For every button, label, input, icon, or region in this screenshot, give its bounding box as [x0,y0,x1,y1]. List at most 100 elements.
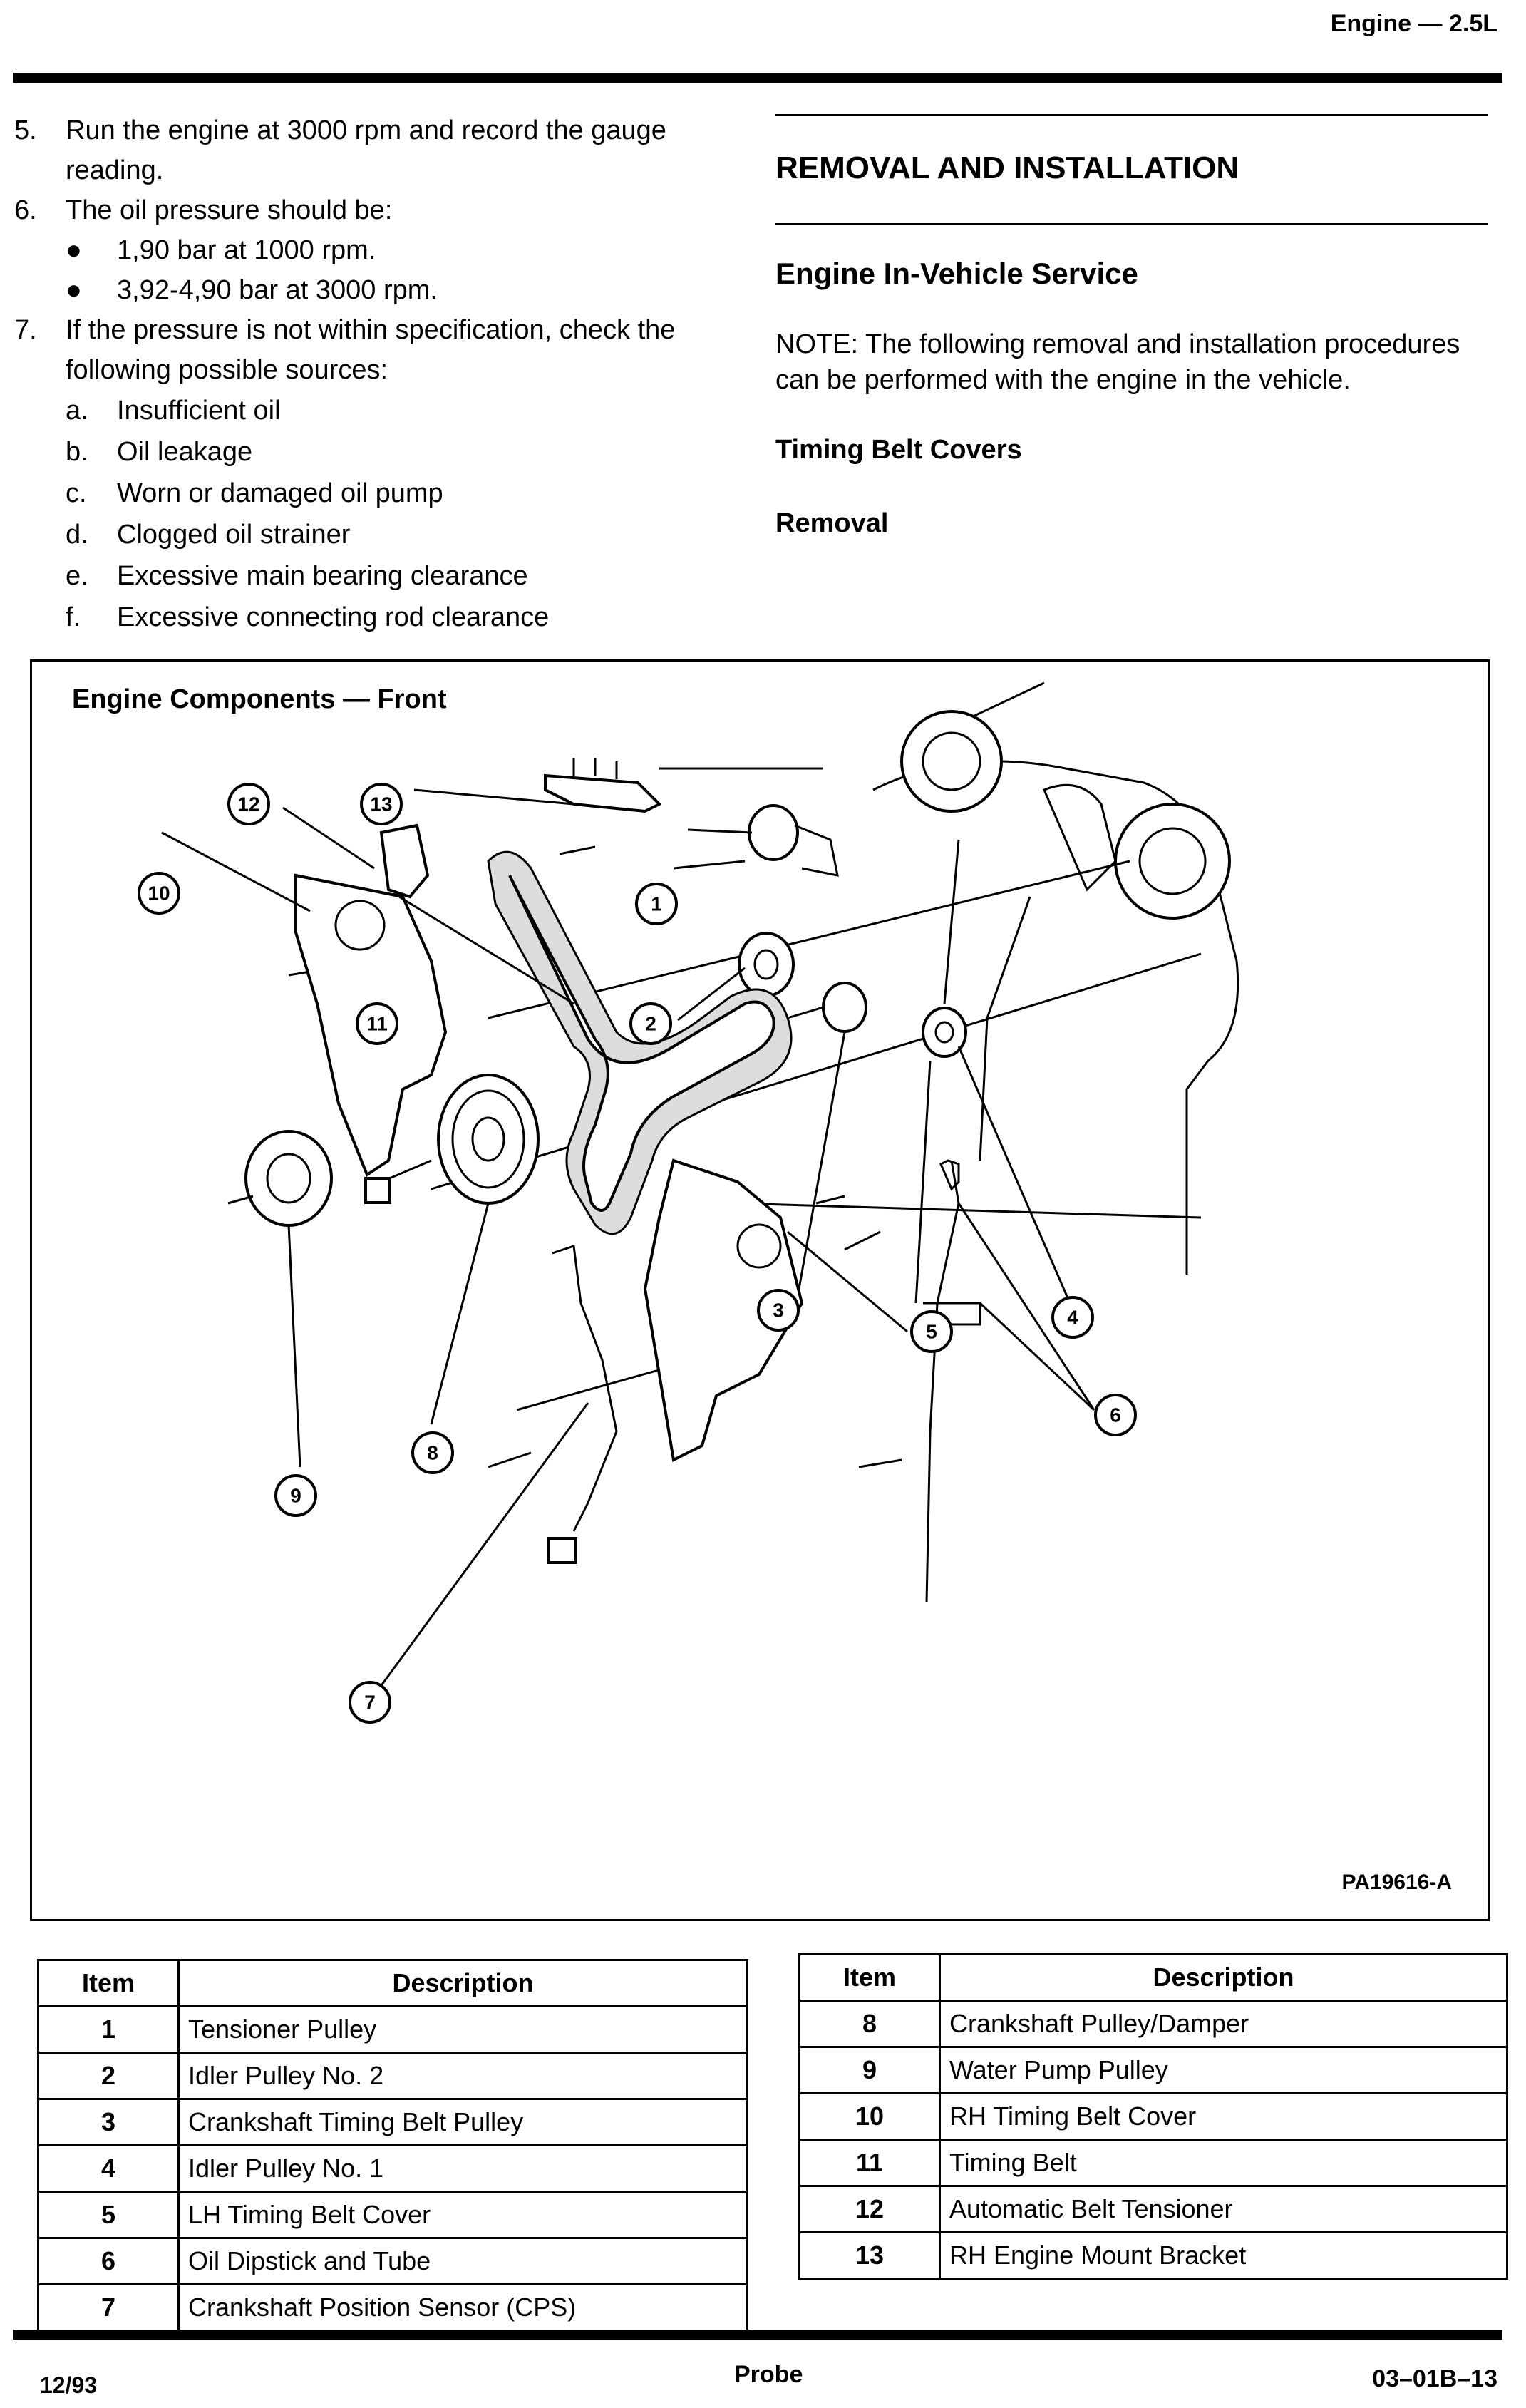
spec-text: 3,92-4,90 bar at 3000 rpm. [117,275,438,305]
item-description: Idler Pulley No. 2 [177,2052,748,2100]
removal-section: REMOVAL AND INSTALLATION Engine In-Vehic… [775,114,1488,582]
footer-page-number: 03–01B–13 [1372,2365,1497,2392]
footer-date: 12/93 [40,2372,98,2398]
lh-timing-cover-shape [643,1158,804,1462]
svg-text:8: 8 [427,1442,438,1464]
engine-exploded-diagram: 12 13 10 1 11 2 3 4 5 6 8 9 7 [138,681,1239,1724]
item-description: LH Timing Belt Cover [177,2191,748,2239]
step-number: 5. [14,115,37,145]
column-header-description: Description [939,1953,1508,2002]
source-letter: d. [66,520,88,550]
source-item: a. Insufficient oil [14,390,741,431]
svg-text:6: 6 [1110,1404,1121,1426]
timing-belt-shape [487,850,793,1235]
item-description: Crankshaft Pulley/Damper [939,2000,1508,2048]
callout-7: 7 [349,1681,391,1724]
svg-text:12: 12 [237,793,259,815]
step-number: 7. [14,315,37,345]
spec-bullet: ● 1,90 bar at 1000 rpm. [14,230,741,270]
engine-mount-bracket-shape [544,773,662,813]
item-number: 11 [798,2139,941,2187]
belt-tensioner-shape [379,823,430,899]
subsection-heading: Engine In-Vehicle Service [775,257,1138,290]
source-letter: b. [66,437,88,467]
source-text: Clogged oil strainer [117,520,351,550]
item-number: 3 [37,2098,180,2146]
item-number: 1 [37,2005,180,2054]
callout-13: 13 [360,783,403,825]
page-header-title: Engine — 2.5L [1330,10,1497,37]
oil-pressure-steps: 5. Run the engine at 3000 rpm and record… [14,110,741,638]
item-number: 8 [798,2000,941,2048]
source-item: d. Clogged oil strainer [14,514,741,555]
procedure-subheading: Removal [775,508,889,538]
svg-text:9: 9 [290,1485,301,1507]
step-5: 5. Run the engine at 3000 rpm and record… [14,110,741,190]
source-text: Excessive connecting rod clearance [117,602,550,632]
bullet-dot-icon: ● [66,235,82,265]
svg-text:7: 7 [364,1692,376,1714]
item-description: RH Timing Belt Cover [939,2092,1508,2141]
service-note: NOTE: The following removal and installa… [775,329,1460,395]
item-description: Idler Pulley No. 1 [177,2144,748,2193]
header-rule [13,73,1502,83]
item-description: RH Engine Mount Bracket [939,2231,1508,2280]
spec-bullet: ● 3,92-4,90 bar at 3000 rpm. [14,270,741,310]
item-number: 9 [798,2046,941,2094]
svg-text:10: 10 [148,883,170,905]
source-text: Worn or damaged oil pump [117,478,443,508]
callout-6: 6 [1094,1394,1137,1436]
source-item: b. Oil leakage [14,431,741,473]
item-number: 13 [798,2231,941,2280]
item-number: 6 [37,2237,180,2285]
footer-rule [13,2330,1502,2340]
callout-2: 2 [629,1002,672,1045]
section-heading: REMOVAL AND INSTALLATION [775,150,1239,185]
step-text: Run the engine at 3000 rpm and record th… [66,115,666,185]
item-number: 2 [37,2052,180,2100]
callout-1: 1 [635,883,678,925]
source-text: Excessive main bearing clearance [117,561,528,591]
svg-text:1: 1 [651,893,662,915]
step-number: 6. [14,195,37,225]
callout-4: 4 [1051,1296,1094,1339]
source-item: c. Worn or damaged oil pump [14,473,741,514]
figure-id: PA19616-A [1341,1871,1452,1894]
item-number: 7 [37,2283,180,2332]
section-divider [775,223,1488,225]
svg-text:11: 11 [366,1013,388,1035]
item-number: 10 [798,2092,941,2141]
item-number: 5 [37,2191,180,2239]
engine-block [872,681,1239,1304]
step-text: If the pressure is not within specificat… [66,315,676,385]
item-number: 12 [798,2185,941,2233]
item-description: Crankshaft Position Sensor (CPS) [177,2283,748,2332]
footer-model: Probe [734,2361,803,2388]
column-header-item: Item [37,1959,180,2007]
callout-10: 10 [138,872,180,915]
column-header-description: Description [177,1959,748,2007]
callout-8: 8 [411,1431,454,1474]
callout-12: 12 [227,783,270,825]
dipstick-tube-shape [925,1160,960,1603]
section-divider [775,114,1488,116]
item-description: Automatic Belt Tensioner [939,2185,1508,2233]
step-6: 6. The oil pressure should be: [14,190,741,230]
table-header-row: Item Description [37,1959,748,2007]
item-description: Water Pump Pulley [939,2046,1508,2094]
step-7: 7. If the pressure is not within specifi… [14,310,741,390]
column-header-item: Item [798,1953,941,2002]
cps-harness-shape [552,1244,618,1532]
figure-title: Engine Components — Front [72,684,447,714]
svg-text:2: 2 [645,1013,656,1035]
